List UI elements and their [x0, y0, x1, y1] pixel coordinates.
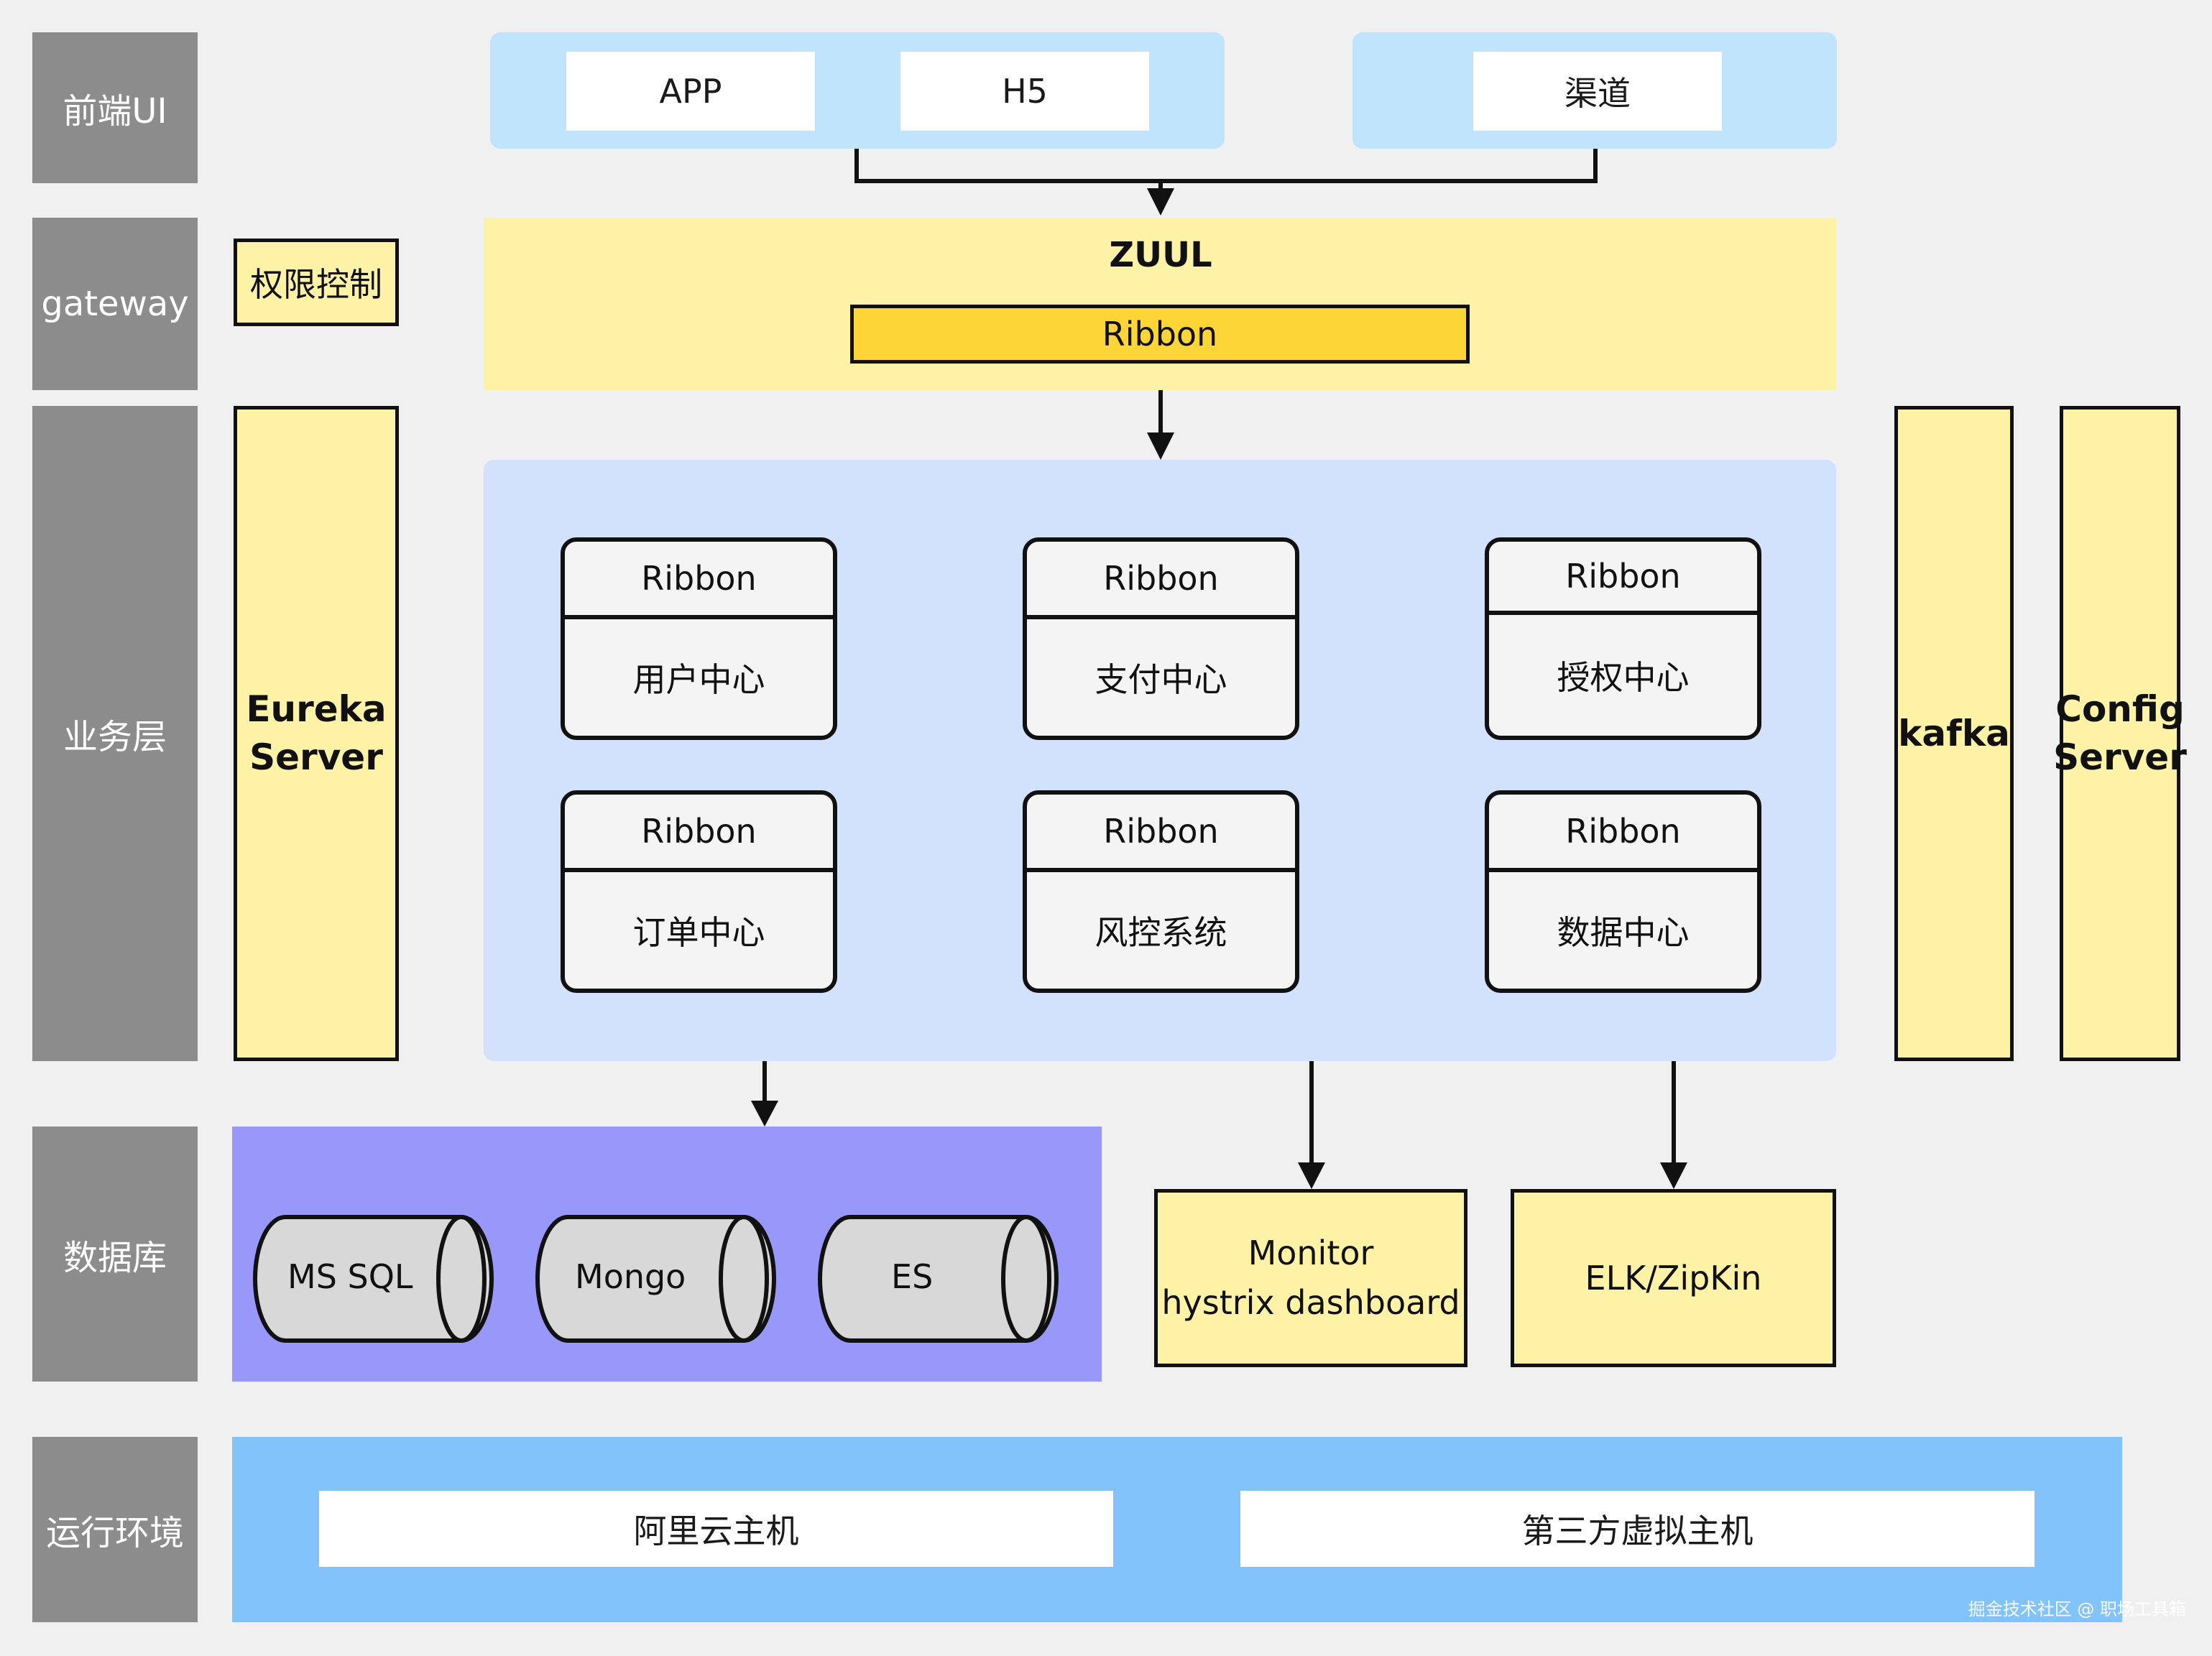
watermark-text: 掘金技术社区 @ 职场工具箱	[1968, 1599, 2186, 1619]
channel-box: 渠道	[1473, 52, 1722, 131]
service-name-label: 用户中心	[632, 660, 765, 699]
service-ribbon-label: Ribbon	[1027, 542, 1295, 619]
es-cylinder-icon	[818, 1215, 1059, 1343]
monitor-line2: hystrix dashboard	[1161, 1283, 1460, 1322]
thirdparty-vm-box: 第三方虚拟主机	[1240, 1491, 2034, 1567]
service-card-risk: Ribbon 风控系统	[1023, 790, 1299, 993]
db-label-es: ES	[891, 1257, 934, 1296]
zuul-title: ZUUL	[1109, 235, 1212, 275]
service-name-label: 风控系统	[1095, 913, 1227, 952]
service-name-label: 支付中心	[1095, 660, 1227, 699]
layer-label-gateway: gateway	[32, 218, 198, 390]
gateway-ribbon-bar: Ribbon	[850, 305, 1470, 364]
monitor-box: Monitor hystrix dashboard	[1154, 1189, 1467, 1367]
service-ribbon-label: Ribbon	[565, 795, 833, 872]
service-name-label: 订单中心	[632, 913, 765, 952]
service-ribbon-label: Ribbon	[1027, 795, 1295, 872]
eureka-server-box: Eureka Server	[234, 406, 399, 1061]
elk-zipkin-box: ELK/ZipKin	[1511, 1189, 1836, 1367]
layer-label-business: 业务层	[32, 406, 198, 1061]
eureka-server-label: Eureka Server	[246, 688, 387, 779]
layer-label-database: 数据库	[32, 1127, 198, 1382]
service-card-data: Ribbon 数据中心	[1485, 790, 1761, 993]
permission-control-box: 权限控制	[234, 239, 399, 326]
service-name-label: 数据中心	[1557, 913, 1690, 952]
kafka-box: kafka	[1894, 406, 2014, 1061]
service-ribbon-label: Ribbon	[565, 542, 833, 619]
service-card-payment: Ribbon 支付中心	[1023, 537, 1299, 740]
db-label-mssql: MS SQL	[287, 1257, 413, 1296]
layer-label-runtime: 运行环境	[32, 1437, 198, 1622]
config-server-box: Config Server	[2053, 406, 2187, 1061]
service-ribbon-label: Ribbon	[1489, 795, 1757, 872]
service-name-label: 授权中心	[1557, 658, 1690, 697]
config-server-label: Config Server	[2053, 688, 2187, 779]
mssql-cylinder-icon	[253, 1215, 494, 1343]
mongo-cylinder-icon	[535, 1215, 776, 1343]
layer-label-frontend: 前端UI	[32, 32, 198, 183]
service-card-user: Ribbon 用户中心	[561, 537, 837, 740]
service-card-auth: Ribbon 授权中心	[1485, 537, 1761, 740]
app-box: APP	[566, 52, 815, 131]
monitor-line1: Monitor	[1248, 1234, 1374, 1272]
db-label-mongo: Mongo	[575, 1257, 686, 1296]
h5-box: H5	[900, 52, 1149, 131]
service-ribbon-label: Ribbon	[1489, 542, 1757, 615]
service-card-order: Ribbon 订单中心	[561, 790, 837, 993]
aliyun-host-box: 阿里云主机	[319, 1491, 1113, 1567]
